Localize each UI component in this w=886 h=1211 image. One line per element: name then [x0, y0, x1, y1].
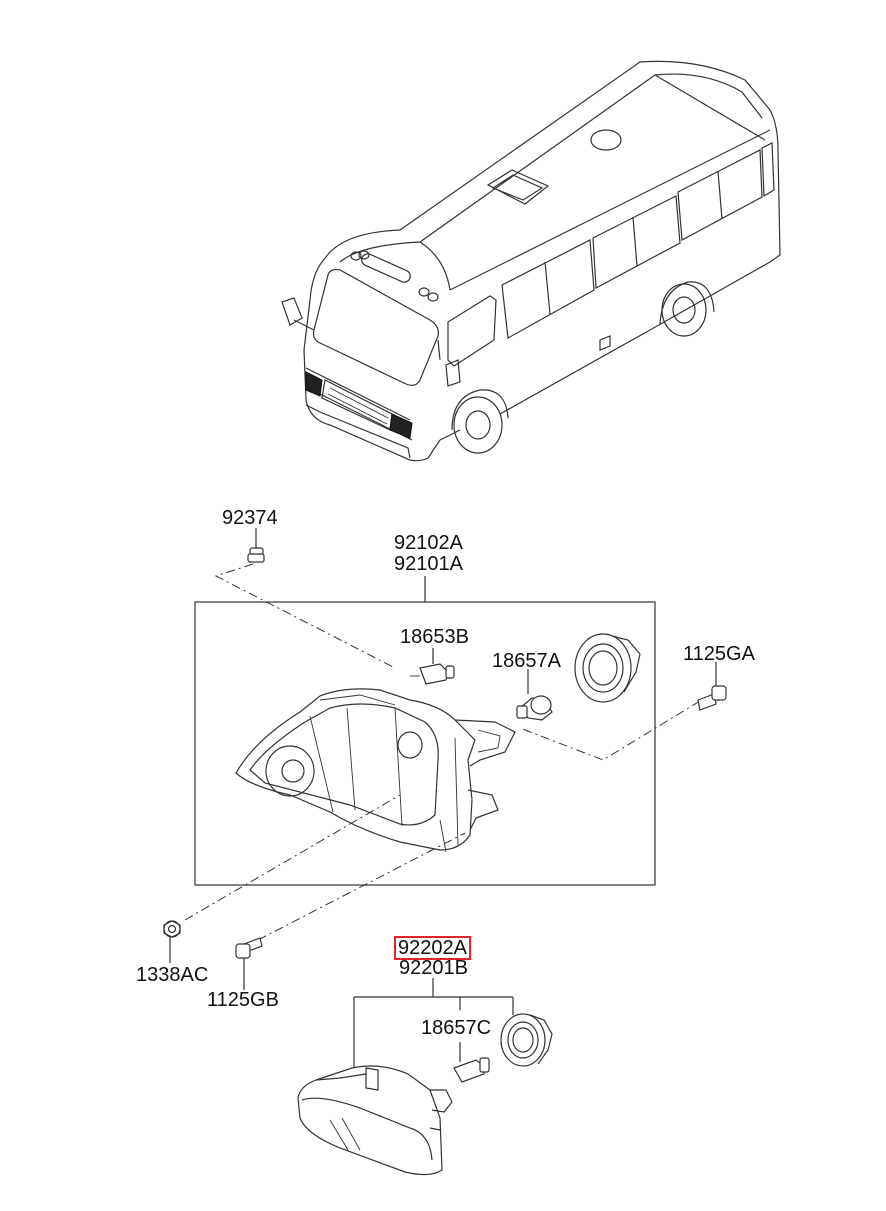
clip-92374-part: [247, 547, 265, 563]
callout-18653b: 18653B: [400, 626, 469, 648]
bulb-18657a-part: [516, 695, 553, 721]
callout-1125gb: 1125GB: [207, 989, 279, 1011]
fog-lamp-housing: [297, 1065, 453, 1176]
bulb-18657c-part: [453, 1057, 490, 1083]
callout-92101a: 92101A: [394, 553, 463, 575]
headlamp-housing: [235, 688, 516, 853]
bolt-1125gb-part: [235, 937, 263, 959]
head-lamp-assembly-box: [194, 576, 656, 886]
callout-92374: 92374: [222, 507, 278, 529]
fog-socket-ring-part: [500, 1013, 553, 1067]
leader-lines: [169, 528, 717, 1068]
callout-92201b: 92201B: [399, 957, 468, 979]
callout-1125ga: 1125GA: [683, 643, 755, 665]
callout-18657a: 18657A: [492, 650, 561, 672]
nut-1338ac-part: [163, 920, 181, 938]
callout-1338ac: 1338AC: [136, 964, 209, 986]
bulb-18653b-part: [410, 663, 455, 685]
callout-92102a: 92102A: [394, 532, 463, 554]
callout-92202a-highlighted[interactable]: 92202A: [394, 936, 471, 960]
bus-illustration: [281, 60, 781, 462]
callout-18657c: 18657C: [421, 1017, 492, 1039]
socket-ring-part: [574, 633, 641, 703]
screw-1125ga-part: [697, 685, 727, 711]
